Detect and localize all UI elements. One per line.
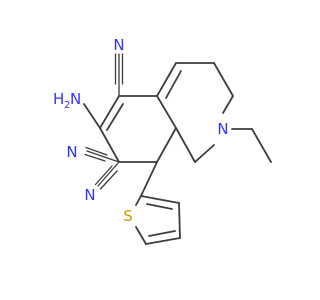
nitrile-left-triple-bottom	[84, 153, 106, 162]
bond-c2t-s	[135, 195, 142, 206]
nitrile-lower-triple-right	[99, 170, 118, 190]
bond-n-c1	[194, 144, 215, 163]
nitrile-n-lower-label: N	[84, 186, 95, 204]
bond-layer	[83, 53, 272, 245]
bond-c8-thiophene	[140, 161, 158, 197]
nitrile-left-triple-top	[85, 146, 108, 156]
amine-n-label: N	[70, 90, 81, 108]
bond-ch2-ch3	[251, 128, 272, 163]
bond-c4a-c4	[156, 62, 177, 97]
nitrile-n-top-label: N	[113, 36, 124, 54]
bond-s-c5t	[135, 226, 147, 245]
bond-c3-c2	[213, 62, 234, 97]
ring-n-label: N	[217, 120, 228, 138]
bond-c4t-c3t	[178, 202, 181, 239]
bond-c3t-c2t	[140, 195, 180, 204]
bond-c5t-c4t	[145, 237, 181, 245]
thiophene-s-label: S	[123, 207, 133, 225]
bond-c4a-c4-double	[165, 70, 182, 99]
molecule-structure: N H 2 N N N N S	[53, 36, 272, 245]
nitrile-n-left-label: N	[66, 143, 77, 161]
bond-c5-c6-double	[106, 103, 124, 131]
nitrile-left-triple-center	[86, 150, 120, 163]
bond-c8-c8a	[156, 127, 177, 163]
amine-subscript-label: 2	[64, 100, 70, 111]
bond-c6-c7	[99, 127, 120, 163]
nitrile-lower-triple-left	[94, 165, 113, 186]
nitrile-lower-triple-center	[97, 161, 120, 187]
bond-c5t-c4t-double	[148, 230, 176, 237]
bond-c5-c6	[99, 95, 120, 129]
bond-c6-nh2	[83, 103, 101, 129]
amine-h-label: H	[53, 90, 64, 108]
bond-c2-n	[222, 95, 234, 114]
bond-c8a-c4a	[156, 95, 177, 129]
bond-c3t-c2t-double	[146, 203, 173, 210]
bond-c1-c8a	[175, 127, 196, 163]
atom-labels: N H 2 N N N N S	[53, 36, 229, 225]
